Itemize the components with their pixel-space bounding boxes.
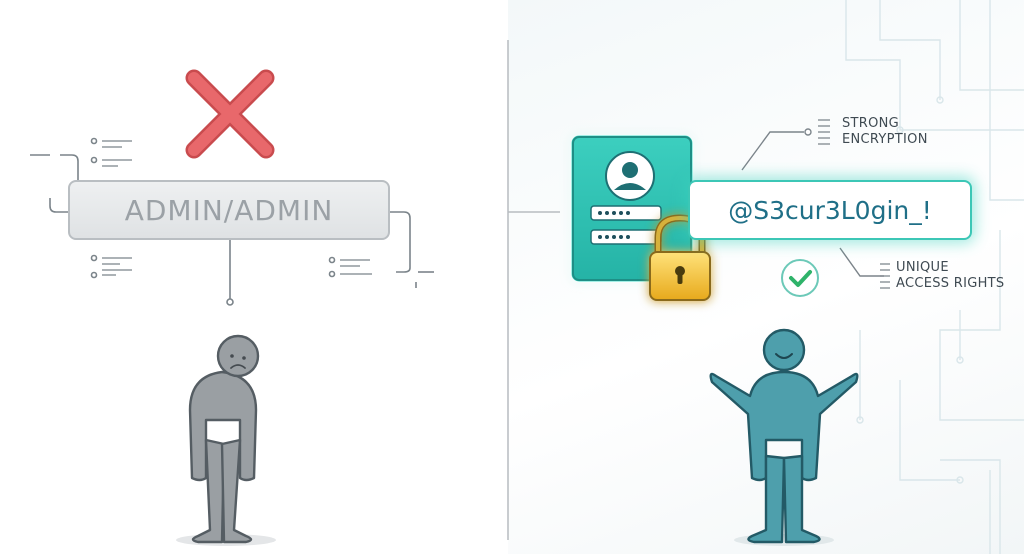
unique-access-caption: UNIQUE ACCESS RIGHTS (896, 260, 1016, 292)
callout-lines (741, 119, 890, 289)
check-icon (781, 259, 819, 297)
access-line-2: ACCESS RIGHTS (896, 276, 1005, 291)
sad-person (176, 334, 276, 546)
strong-password-text: @S3cur3L0gin_! (728, 195, 932, 225)
happy-person (709, 328, 859, 546)
access-line-1: UNIQUE (896, 260, 949, 275)
login-card-icon (571, 135, 693, 282)
red-x-icon (185, 69, 275, 159)
padlock-icon (649, 214, 711, 301)
strong-password-field: @S3cur3L0gin_! (688, 180, 972, 240)
weak-box-connectors (30, 137, 434, 306)
encryption-line-1: STRONG (842, 116, 900, 131)
strong-encryption-caption: STRONG ENCRYPTION (842, 116, 962, 148)
weak-password-field: ADMIN/ADMIN (68, 180, 390, 240)
encryption-line-2: ENCRYPTION (842, 132, 928, 147)
weak-password-text: ADMIN/ADMIN (124, 193, 334, 227)
circuit-lines-decor (845, 0, 1024, 554)
